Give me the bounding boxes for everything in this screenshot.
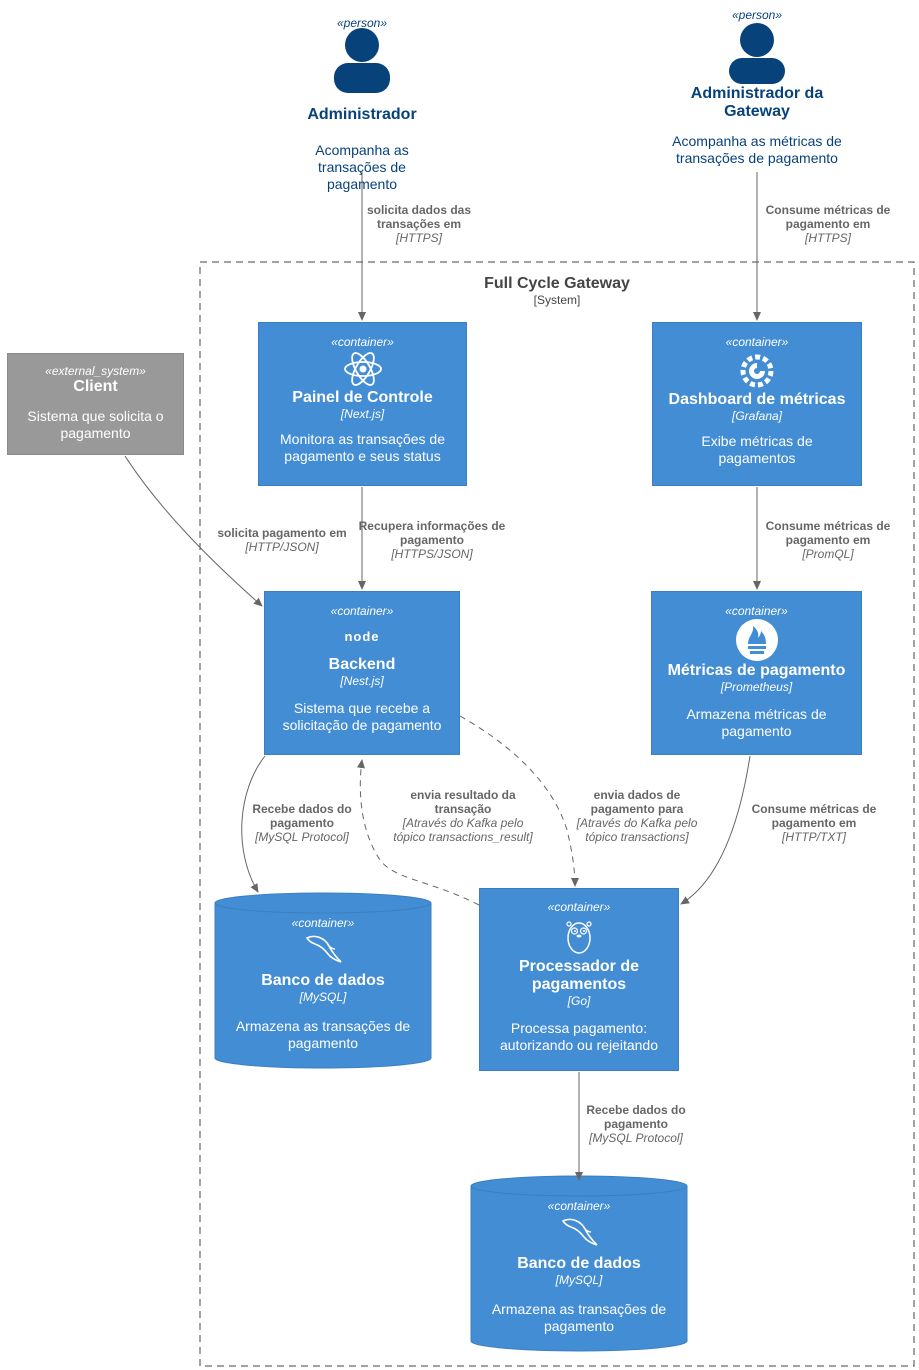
person-admin: «person» Administrador Acompanha as tran… — [262, 16, 462, 193]
backend-box[interactable]: «container» node Backend [Nest.js] Siste… — [264, 591, 460, 755]
client-stereotype: «external_system» — [45, 364, 146, 378]
rel-backend-proc-label: envia dados de pagamento para — [590, 788, 684, 816]
client-box[interactable]: «external_system» Client Sistema que sol… — [7, 353, 184, 455]
db2-box[interactable]: «container» Banco de dados [MySQL] Armaz… — [471, 1199, 687, 1349]
nodejs-icon: node — [344, 629, 380, 644]
dashboard-stereotype: «container» — [725, 335, 789, 349]
db2-stereotype: «container» — [547, 1199, 611, 1213]
person-gateway-admin-name: Administrador da Gateway — [690, 85, 824, 120]
person-admin-stereotype: «person» — [336, 16, 388, 30]
processador-box[interactable]: «container» Processador de pagamentos [G… — [479, 888, 679, 1071]
rel-metricas-proc-tech: [HTTP/TXT] — [782, 830, 846, 844]
painel-stereotype: «container» — [331, 335, 394, 349]
dashboard-name: Dashboard de métricas — [668, 391, 846, 408]
db1-name: Banco de dados — [261, 972, 385, 989]
db2-description: Armazena as transações de pagamento — [491, 1301, 667, 1334]
rel-metricas-proc-label: Consume métricas de pagamento em — [751, 802, 877, 830]
arrow-backend-proc — [459, 715, 579, 887]
arrow-metricas-proc — [680, 755, 751, 905]
person-admin-icon — [334, 28, 390, 93]
person-admin-name: Administrador — [307, 106, 417, 123]
rel-gw-dashboard-tech: [HTTPS] — [804, 231, 851, 245]
db1-cylinder — [214, 892, 432, 1069]
rel-proc-backend-tech: [Através do Kafka pelo tópico transactio… — [393, 816, 533, 844]
dashboard-tech: [Grafana] — [731, 409, 783, 423]
db1-stereotype: «container» — [291, 916, 355, 930]
backend-stereotype: «container» — [330, 604, 394, 618]
rel-admin-painel: solicita dados das transações em [HTTPS] — [352, 203, 486, 245]
dashboard-box[interactable]: «container» Dashboard de métricas [Grafa… — [652, 322, 862, 486]
rel-backend-db1: Recebe dados do pagamento [MySQL Protoco… — [240, 802, 364, 844]
rel-admin-painel-label: solicita dados das transações em — [366, 203, 472, 231]
backend-name: Backend — [328, 656, 396, 673]
grafana-icon — [740, 354, 774, 388]
rel-proc-db2-label: Recebe dados do pagamento — [586, 1103, 686, 1131]
person-gateway-admin-icon — [729, 23, 785, 84]
person-gateway-admin: «person» Administrador da Gateway Acompa… — [650, 8, 864, 167]
person-gateway-admin-description: Acompanha as métricas de transações de p… — [672, 133, 842, 166]
rel-metricas-proc: Consume métricas de pagamento em [HTTP/T… — [740, 802, 888, 844]
metricas-tech: [Prometheus] — [720, 680, 793, 694]
db1-tech: [MySQL] — [299, 990, 347, 1004]
rel-proc-backend: envia resultado da transação [Através do… — [390, 788, 536, 844]
backend-description: Sistema que recebe a solicitação de paga… — [282, 700, 442, 733]
metricas-description: Armazena métricas de pagamento — [686, 706, 827, 739]
rel-client-backend: solicita pagamento em [HTTP/JSON] — [206, 526, 358, 554]
processador-tech: [Go] — [567, 994, 591, 1008]
rel-gw-dashboard: Consume métricas de pagamento em [HTTPS] — [754, 203, 902, 245]
arrow-backend-db1 — [241, 755, 266, 893]
processador-stereotype: «container» — [547, 900, 611, 914]
client-description: Sistema que solicita o pagamento — [27, 408, 164, 441]
painel-tech: [Next.js] — [340, 407, 385, 421]
rel-backend-proc: envia dados de pagamento para [Através d… — [566, 788, 708, 844]
rel-backend-proc-tech: [Através do Kafka pelo tópico transactio… — [576, 816, 698, 844]
rel-backend-db1-label: Recebe dados do pagamento — [252, 802, 352, 830]
system-name: Full Cycle Gateway — [484, 275, 630, 292]
rel-painel-backend-tech: [HTTPS/JSON] — [391, 547, 473, 561]
rel-gw-dashboard-label: Consume métricas de pagamento em — [765, 203, 891, 231]
system-title: Full Cycle Gateway [System] — [430, 274, 684, 307]
db1-box[interactable]: «container» Banco de dados [MySQL] Armaz… — [215, 916, 431, 1066]
rel-dashboard-metricas-tech: [PromQL] — [802, 547, 854, 561]
metricas-name: Métricas de pagamento — [667, 662, 846, 679]
metricas-box[interactable]: «container» Métricas de pagamento [Prome… — [651, 591, 862, 755]
person-admin-description: Acompanha as transações de pagamento — [315, 142, 409, 192]
painel-description: Monitora as transações de pagamento e se… — [280, 431, 445, 464]
prometheus-icon — [735, 619, 778, 661]
rel-client-backend-label: solicita pagamento em — [217, 526, 347, 540]
rel-admin-painel-tech: [HTTPS] — [395, 231, 442, 245]
db1-description: Armazena as transações de pagamento — [235, 1018, 411, 1051]
rel-proc-db2-tech: [MySQL Protocol] — [589, 1131, 683, 1145]
rel-painel-backend-label: Recupera informações de pagamento — [358, 519, 506, 547]
mysql-icon — [305, 935, 342, 963]
dashboard-description: Exibe métricas de pagamentos — [701, 433, 813, 466]
rel-dashboard-metricas: Consume métricas de pagamento em [PromQL… — [754, 519, 902, 561]
metricas-stereotype: «container» — [725, 604, 788, 618]
arrow-client-backend — [124, 455, 263, 607]
painel-box[interactable]: «container» Painel de Controle [Next.js]… — [258, 322, 467, 486]
client-name: Client — [73, 378, 118, 395]
person-gateway-admin-stereotype: «person» — [731, 8, 783, 22]
rel-proc-backend-label: envia resultado da transação — [410, 788, 516, 816]
rel-backend-db1-tech: [MySQL Protocol] — [255, 830, 349, 844]
rel-client-backend-tech: [HTTP/JSON] — [245, 540, 319, 554]
db2-tech: [MySQL] — [555, 1273, 603, 1287]
painel-name: Painel de Controle — [292, 389, 433, 406]
db2-name: Banco de dados — [517, 1255, 641, 1272]
processador-name: Processador de pagamentos — [518, 958, 640, 993]
mysql-icon — [561, 1218, 598, 1246]
db2-cylinder — [470, 1175, 688, 1352]
rel-proc-db2: Recebe dados do pagamento [MySQL Protoco… — [574, 1103, 698, 1145]
system-subtitle: [System] — [533, 293, 581, 307]
react-icon — [343, 352, 382, 386]
system-boundary — [199, 261, 915, 1367]
backend-tech: [Nest.js] — [340, 674, 384, 688]
gopher-icon — [566, 921, 592, 954]
rel-dashboard-metricas-label: Consume métricas de pagamento em — [765, 519, 891, 547]
rel-painel-backend: Recupera informações de pagamento [HTTPS… — [358, 519, 506, 561]
processador-description: Processa pagamento: autorizando ou rejei… — [499, 1020, 658, 1053]
